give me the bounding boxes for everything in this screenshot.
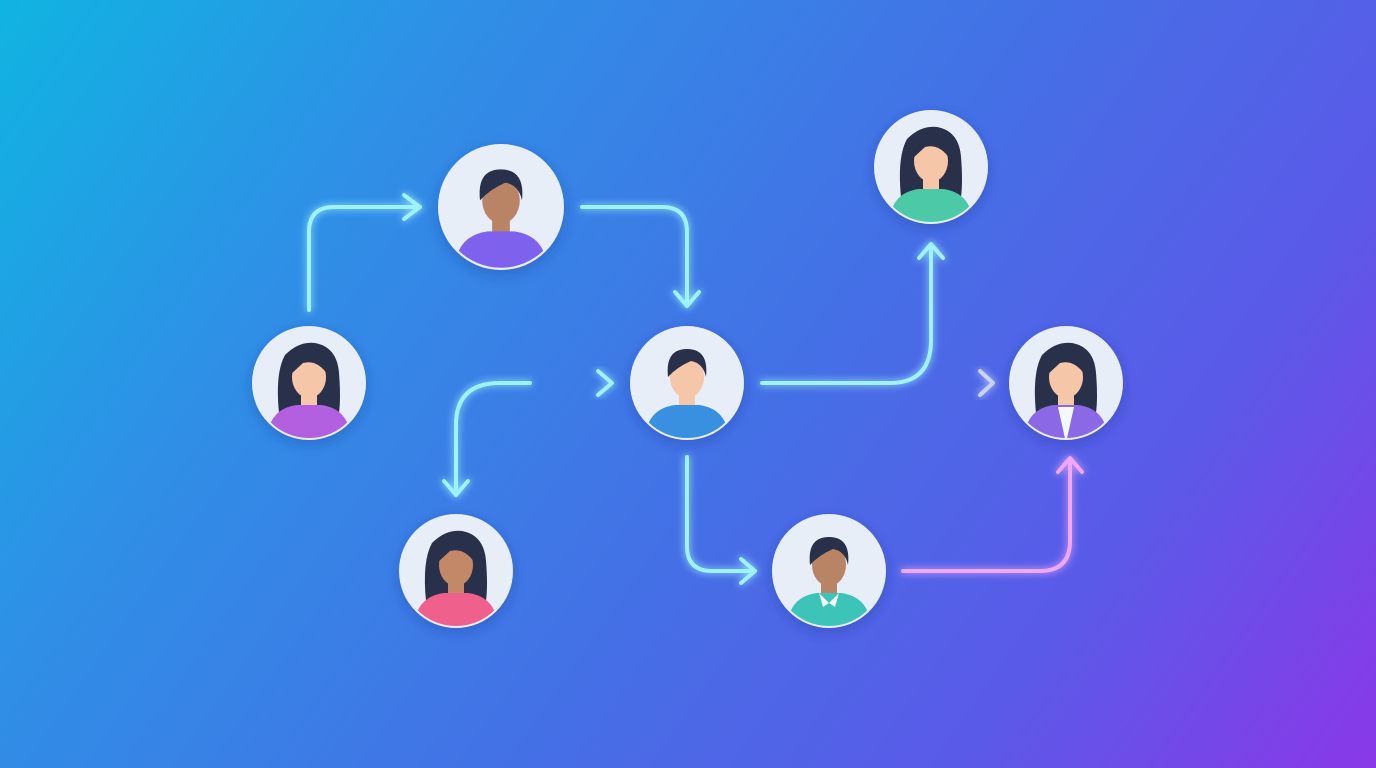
- edge-arrow-b-c: [580, 205, 701, 308]
- avatar-c[interactable]: [630, 326, 744, 443]
- arrowhead: [1056, 456, 1084, 474]
- edge-arrow-c-d: [760, 242, 945, 385]
- edge-arrow-a-f: [442, 381, 532, 497]
- arrow-line: [307, 205, 422, 312]
- edge-arrow-g-e: [901, 456, 1084, 573]
- arrowhead: [917, 242, 945, 260]
- edge-arrow-c-g: [685, 455, 757, 585]
- avatar-a[interactable]: [252, 326, 366, 443]
- person-woman-icon: [414, 530, 498, 626]
- arrow-line: [580, 205, 689, 308]
- person-woman-icon: [267, 342, 351, 438]
- person-man-icon: [645, 349, 729, 438]
- avatar-e[interactable]: [1009, 326, 1123, 443]
- avatar-d[interactable]: [874, 110, 988, 227]
- arrowhead: [978, 369, 995, 397]
- person-woman-icon: [889, 126, 973, 222]
- arrow-line: [760, 244, 933, 385]
- edge-arrow-c-e: [898, 369, 995, 397]
- arrowhead: [442, 479, 470, 497]
- avatar-g[interactable]: [772, 514, 886, 631]
- arrow-line: [685, 455, 757, 573]
- arrow-line: [454, 381, 532, 497]
- edge-arrow-a-b: [307, 193, 422, 312]
- person-man-icon: [787, 537, 871, 626]
- avatar-f[interactable]: [399, 514, 513, 631]
- person-man-icon: [454, 169, 548, 268]
- avatar-b[interactable]: [438, 144, 564, 273]
- person-woman-icon: [1024, 342, 1108, 438]
- arrowhead: [402, 193, 422, 221]
- arrowhead: [596, 369, 614, 397]
- arrow-line: [901, 458, 1072, 573]
- arrowhead: [673, 290, 701, 308]
- arrowhead: [739, 557, 757, 585]
